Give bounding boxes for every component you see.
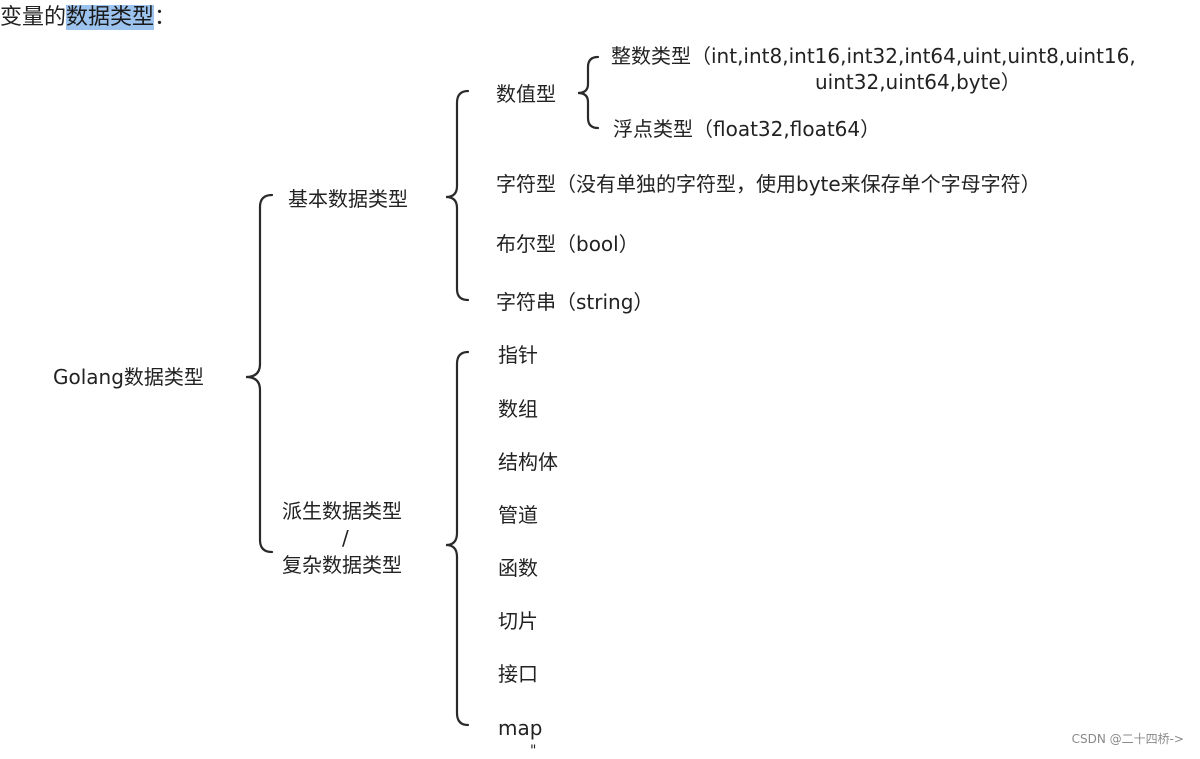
derived-types-slash: / <box>342 526 349 550</box>
derived-item-array: 数组 <box>498 397 538 421</box>
root-brace <box>245 193 274 554</box>
title-highlight: 数据类型 <box>66 5 155 30</box>
title-suffix: ： <box>154 5 177 30</box>
derived-item-pointer: 指针 <box>498 343 538 367</box>
basic-types-node: 基本数据类型 <box>288 187 408 211</box>
string-type-node: 字符串（string） <box>496 290 654 314</box>
derived-item-interface: 接口 <box>498 662 538 686</box>
derived-item-struct: 结构体 <box>498 450 558 474</box>
page-title: 变量的数据类型： <box>0 3 176 33</box>
numeric-node: 数值型 <box>496 82 556 106</box>
numeric-brace <box>577 55 600 130</box>
derived-types-line2: 复杂数据类型 <box>282 553 402 577</box>
derived-item-map: map <box>498 716 543 740</box>
float-types-node: 浮点类型（float32,float64） <box>613 117 881 141</box>
root-node: Golang数据类型 <box>53 365 204 389</box>
derived-item-slice: 切片 <box>498 609 538 633</box>
char-type-node: 字符型（没有单独的字符型，使用byte来保存单个字母字符） <box>496 172 1041 196</box>
derived-item-channel: 管道 <box>498 503 538 527</box>
title-prefix: 变量的 <box>0 5 67 30</box>
bool-type-node: 布尔型（bool） <box>496 232 639 256</box>
cutoff-text: " <box>530 743 537 759</box>
derived-item-function: 函数 <box>498 556 538 580</box>
integer-types-line1: 整数类型（int,int8,int16,int32,int64,uint,uin… <box>611 44 1136 68</box>
watermark: CSDN @二十四桥-> <box>1071 732 1184 746</box>
integer-types-line2: uint32,uint64,byte） <box>815 70 1021 94</box>
derived-brace <box>445 350 470 727</box>
basic-brace <box>445 89 470 302</box>
derived-types-line1: 派生数据类型 <box>282 499 402 523</box>
